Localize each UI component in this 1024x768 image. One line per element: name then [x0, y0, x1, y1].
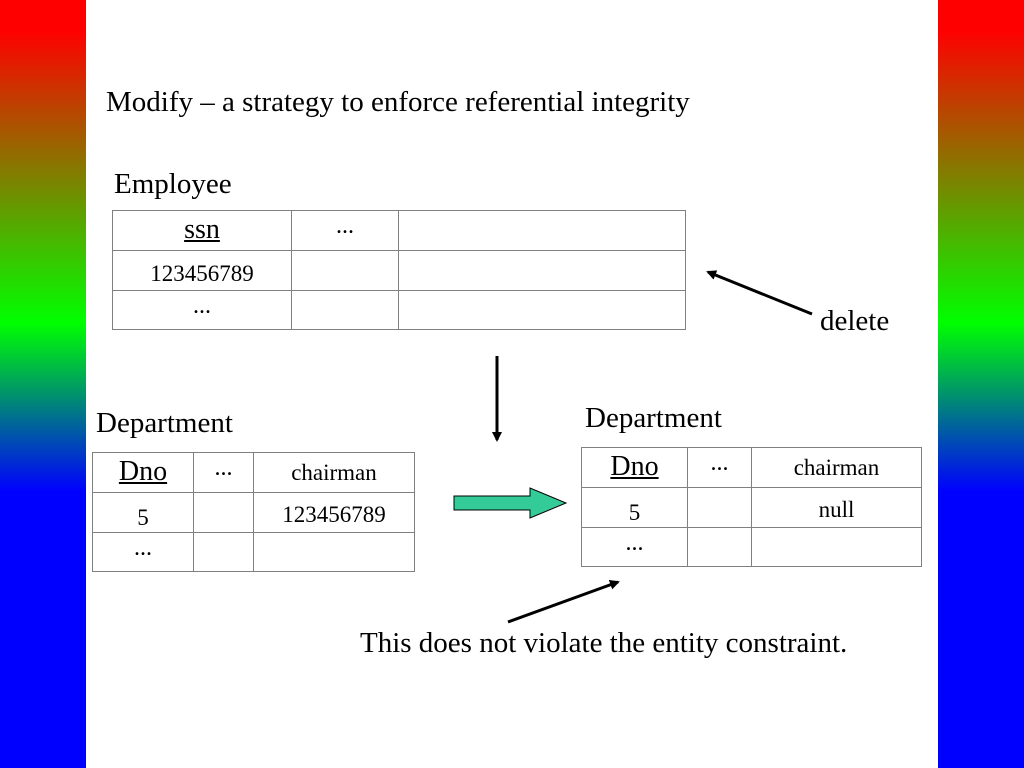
department-after-row: 5 null [581, 487, 922, 528]
note-arrow [507, 580, 620, 624]
department-before-header-chairman: chairman [253, 452, 415, 493]
employee-table: ssn ... 123456789 ... [112, 210, 686, 330]
department-after-cell-more: ... [581, 527, 688, 567]
employee-cell [398, 290, 686, 330]
department-before-label: Department [96, 407, 233, 439]
left-gradient-bar [0, 0, 86, 768]
department-after-header-row: Dno ... chairman [581, 447, 922, 488]
slide-title: Modify – a strategy to enforce referenti… [106, 86, 690, 118]
employee-table-label: Employee [114, 168, 232, 200]
department-before-cell-chairman: 123456789 [253, 492, 415, 533]
department-before-row: ... [92, 532, 415, 572]
employee-cell-more: ... [112, 290, 292, 330]
right-gradient-bar [938, 0, 1024, 768]
department-after-header-dno: Dno [581, 447, 688, 488]
department-after-header-chairman: chairman [751, 447, 922, 488]
department-after-row: ... [581, 527, 922, 567]
department-before-cell [253, 532, 415, 572]
department-after-table: Dno ... chairman 5 null ... [581, 447, 922, 567]
delete-arrow [706, 270, 813, 316]
delete-label: delete [820, 305, 890, 337]
department-after-cell [751, 527, 922, 567]
department-before-cell [193, 492, 254, 533]
department-before-row: 5 123456789 [92, 492, 415, 533]
transform-arrow-icon [453, 487, 568, 519]
department-before-cell-more: ... [92, 532, 194, 572]
department-before-table: Dno ... chairman 5 123456789 ... [92, 452, 415, 572]
department-before-header-dno: Dno [92, 452, 194, 493]
employee-row: ... [112, 290, 686, 330]
department-after-label: Department [585, 402, 722, 434]
department-before-cell [193, 532, 254, 572]
entity-constraint-note: This does not violate the entity constra… [360, 627, 848, 659]
